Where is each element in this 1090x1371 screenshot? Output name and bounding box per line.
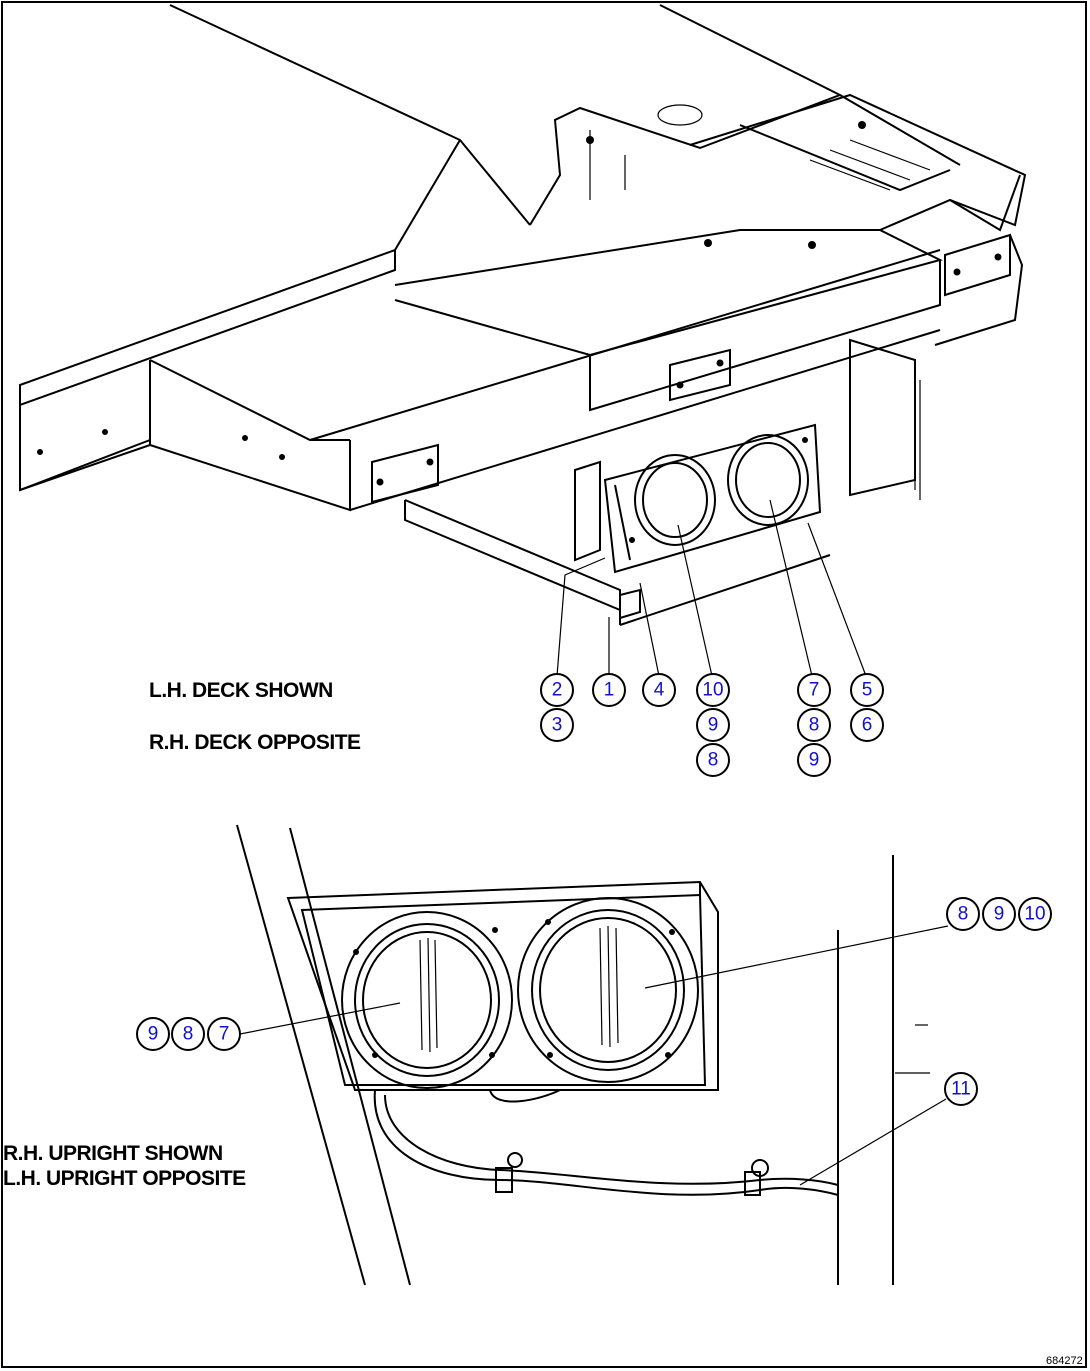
svg-text:7: 7 [809,680,820,701]
svg-text:1: 1 [604,680,615,701]
callout-5[interactable]: 5 [850,673,884,707]
svg-text:10: 10 [702,680,723,701]
callout-8[interactable]: 8 [946,897,980,931]
callout-7[interactable]: 7 [797,673,831,707]
svg-text:11: 11 [951,1079,971,1100]
callout-8[interactable]: 8 [696,743,730,777]
svg-text:8: 8 [708,750,719,771]
callout-1[interactable]: 1 [592,673,626,707]
callout-9[interactable]: 9 [797,743,831,777]
rh-upright-shown-label: R.H. UPRIGHT SHOWN [3,1142,223,1165]
svg-text:3: 3 [552,715,563,736]
callout-9[interactable]: 9 [982,897,1016,931]
svg-text:6: 6 [862,715,873,736]
svg-text:7: 7 [219,1024,230,1045]
lh-deck-shown-label: L.H. DECK SHOWN [149,679,333,702]
svg-text:8: 8 [183,1024,194,1045]
callout-6[interactable]: 6 [850,708,884,742]
deck-assembly-drawing [19,4,1027,626]
svg-text:9: 9 [148,1024,159,1045]
leader-lines-lower [239,925,949,1186]
svg-text:9: 9 [708,715,719,736]
svg-text:8: 8 [809,715,820,736]
callout-11[interactable]: 11 [944,1072,978,1106]
upright-assembly-drawing [236,824,930,1286]
callout-10[interactable]: 10 [1018,897,1052,931]
callout-3[interactable]: 3 [540,708,574,742]
callout-2[interactable]: 2 [540,673,574,707]
svg-text:9: 9 [994,904,1005,925]
lh-upright-opposite-label: L.H. UPRIGHT OPPOSITE [3,1167,246,1190]
callout-8[interactable]: 8 [797,708,831,742]
svg-text:9: 9 [809,750,820,771]
svg-text:10: 10 [1024,904,1045,925]
callout-10[interactable]: 10 [696,673,730,707]
rh-deck-opposite-label: R.H. DECK OPPOSITE [149,731,361,754]
callout-9[interactable]: 9 [136,1017,170,1051]
callout-4[interactable]: 4 [642,673,676,707]
svg-text:8: 8 [958,904,969,925]
svg-text:5: 5 [862,680,873,701]
figure-number: 684272 [1046,1355,1083,1367]
callout-7[interactable]: 7 [207,1017,241,1051]
leader-lines-upper [556,499,867,677]
callout-8[interactable]: 8 [171,1017,205,1051]
svg-text:2: 2 [552,680,563,701]
callout-9[interactable]: 9 [696,708,730,742]
svg-text:4: 4 [654,680,665,701]
